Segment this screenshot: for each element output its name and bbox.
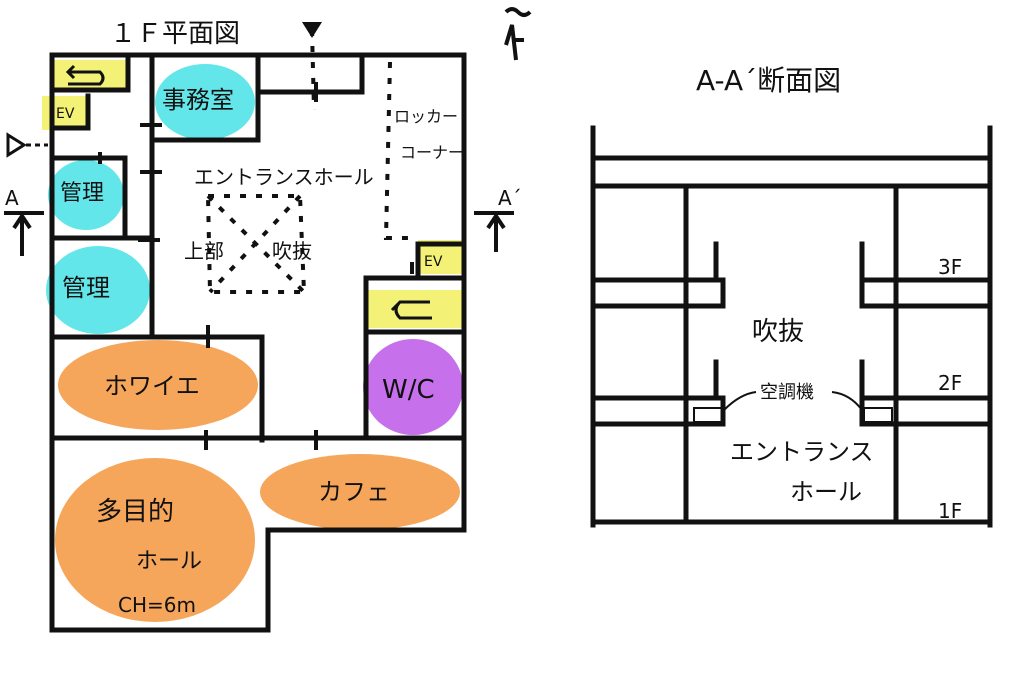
dashed-lines xyxy=(205,29,416,294)
slab-2f-left xyxy=(590,395,726,427)
room-label-locker-2: コーナー xyxy=(400,143,464,162)
entrance-arrow-icon xyxy=(6,132,27,158)
management-2-fill xyxy=(46,246,150,334)
room-label-wc: W/C xyxy=(382,375,435,405)
floor-plan-title: １Ｆ平面図 xyxy=(110,19,240,49)
room-label-multipurpose-2: ホール xyxy=(136,549,202,574)
wc-fill xyxy=(363,339,463,435)
room-label-entrance-hall: エントランスホール xyxy=(194,165,374,189)
section-title: A-A´断面図 xyxy=(696,64,841,97)
floor-label-2f: 2F xyxy=(938,371,962,395)
north-arrow-icon xyxy=(504,7,532,61)
room-label-office: 事務室 xyxy=(162,86,234,114)
slab-2f-right xyxy=(859,395,993,427)
room-color-fills xyxy=(42,60,464,622)
ac-unit-left xyxy=(693,407,723,423)
ac-leader-left xyxy=(723,391,757,411)
stair-arrows xyxy=(65,64,432,320)
ev-left-box xyxy=(49,93,91,131)
stair-arrow-icon xyxy=(65,64,105,86)
foyer-top xyxy=(49,334,265,443)
ac-units xyxy=(693,391,893,423)
section-lines xyxy=(590,125,993,528)
title-marker-icon xyxy=(302,22,322,38)
section-label-void: 吹抜 xyxy=(752,317,804,347)
room-label-ev-right: EV xyxy=(424,254,443,270)
room-label-void-left: 上部 xyxy=(184,239,224,263)
ev-right-box xyxy=(415,241,467,281)
slab-3f-left xyxy=(590,277,726,309)
multipurpose-hall-fill xyxy=(55,458,255,622)
section-mark-right: A´ xyxy=(498,186,522,210)
room-label-foyer: ホワイエ xyxy=(104,372,200,400)
slab-3f-right xyxy=(859,277,993,309)
room-label-void-right: 吹抜 xyxy=(272,239,312,263)
door-ticks xyxy=(98,82,414,450)
ac-unit-right xyxy=(863,407,893,423)
room-label-ev-left: EV xyxy=(56,106,75,122)
room-label-multipurpose-1: 多目的 xyxy=(96,497,174,527)
section-markers xyxy=(4,211,514,256)
floor-label-1f: 1F xyxy=(938,499,962,523)
right-core xyxy=(363,275,467,441)
management-1-fill xyxy=(48,160,124,230)
stair-fill-right xyxy=(364,290,464,328)
section-cut xyxy=(310,29,316,111)
office-fill xyxy=(155,64,255,140)
void-outline xyxy=(205,194,307,294)
section-label-ac: 空調機 xyxy=(760,382,814,403)
stair-arrow-icon xyxy=(390,300,432,320)
foyer-fill xyxy=(58,340,258,430)
floor-plan-walls xyxy=(49,52,467,633)
locker-partition xyxy=(383,61,416,240)
section-label-entrance-1: エントランス xyxy=(730,438,874,466)
stair-enclosure xyxy=(49,52,131,93)
floor-plan: １Ｆ平面図 A A´ 事務室 EV 管理 管理 ロッカー コーナー エントランス… xyxy=(4,7,532,633)
outer-wall xyxy=(49,52,467,633)
section-label-entrance-2: ホール xyxy=(790,478,862,506)
office-walls xyxy=(149,52,261,163)
section-mark-left: A xyxy=(5,186,19,210)
upper-partition xyxy=(259,52,365,95)
floor-label-3f: 3F xyxy=(938,255,962,279)
room-label-ceiling-height: CH=6m xyxy=(118,593,196,617)
ac-leader-right xyxy=(831,391,863,411)
section-drawing: A-A´断面図 吹抜 空調機 エントランス ホール xyxy=(590,64,993,528)
cafe-fill xyxy=(260,454,460,530)
room-label-management-1: 管理 xyxy=(60,181,104,206)
room-label-locker-1: ロッカー xyxy=(394,107,458,126)
room-label-cafe: カフェ xyxy=(318,478,390,506)
ev-fill-left xyxy=(42,96,86,130)
room-label-management-2: 管理 xyxy=(62,274,110,302)
